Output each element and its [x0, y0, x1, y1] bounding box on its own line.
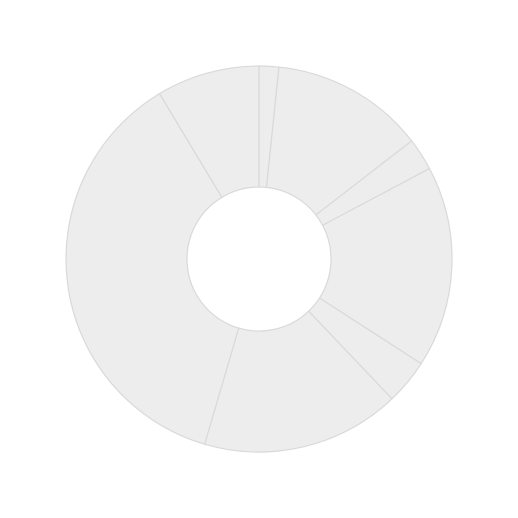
donut-slice-4[interactable]: [318, 167, 453, 365]
donut-slice-7[interactable]: [65, 92, 240, 445]
donut-slice-8[interactable]: [158, 65, 260, 199]
donut-slice-2[interactable]: [265, 66, 413, 216]
donut-slice-6[interactable]: [203, 310, 393, 453]
donut-slices: [65, 65, 453, 453]
